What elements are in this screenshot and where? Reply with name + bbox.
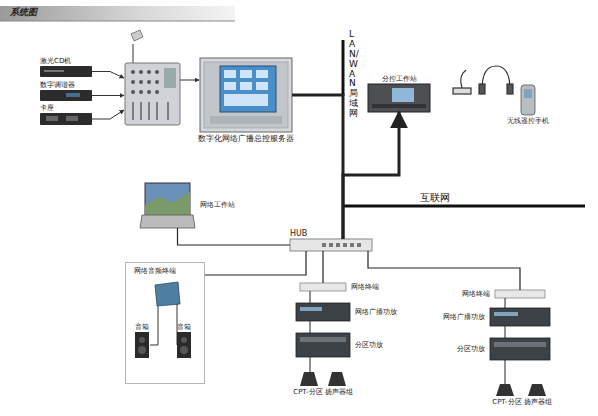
wireless-phone: 无线遥控手机 <box>521 85 535 115</box>
connector <box>368 251 520 290</box>
mixer <box>125 63 180 125</box>
laptop-workstation: 网络工作站 <box>140 183 195 228</box>
workstation-unit <box>368 84 430 112</box>
cd-player: 激光CD机 <box>40 66 92 77</box>
node-label: CPT-分区 扬声器组 <box>492 398 552 406</box>
node-label: 网络工作站 <box>200 201 235 209</box>
microphone <box>131 30 143 63</box>
connector <box>205 251 306 275</box>
connector <box>343 112 399 239</box>
node-label: CPT-分区 扬声器组 <box>293 388 353 396</box>
network-label: LAN/WAN 局域网 <box>349 30 358 119</box>
speaker-group: CPT-分区 扬声器组 <box>300 372 346 386</box>
control-server: 数字化网络广播总控服务器 <box>200 58 292 132</box>
node-label: 数字化网络广播总控服务器 <box>198 134 294 143</box>
node-label: 网络广播功放 <box>443 313 485 321</box>
node-label: 无线遥控手机 <box>507 117 549 125</box>
node-label: 卡座 <box>40 104 54 112</box>
server-rack <box>200 58 292 132</box>
connector <box>310 321 311 333</box>
connector <box>505 298 506 308</box>
middle-rack <box>296 283 350 386</box>
connector <box>310 357 311 372</box>
right-rack <box>490 290 550 396</box>
zone-amplifier: 分区功放 <box>490 338 550 360</box>
network-label: 互联网 <box>420 192 450 204</box>
tuner: 数字调谐器 <box>40 90 92 101</box>
connector <box>322 251 323 283</box>
terminal-region: 网络音频终端音箱音箱 <box>125 262 205 384</box>
connector <box>505 360 506 384</box>
node-label: 激光CD机 <box>40 57 71 65</box>
node-label: 分控工作站 <box>382 75 417 83</box>
mic-and-headphones <box>453 66 513 94</box>
node-label: 数字调谐器 <box>40 81 75 89</box>
node-label: 网络终端 <box>462 290 490 298</box>
connector <box>310 291 311 303</box>
audio-terminal <box>150 282 180 345</box>
lan-trunk <box>342 40 345 96</box>
speaker: 音箱 <box>177 332 191 358</box>
diagram-title: 系统图 <box>10 7 37 17</box>
broadcast-amplifier: 网络广播功放 <box>296 303 350 321</box>
speaker-group: CPT-分区 扬声器组 <box>497 384 547 396</box>
connector <box>292 95 343 239</box>
source-devices <box>40 66 92 125</box>
node-label: 网络音频终端 <box>134 267 176 275</box>
laptop <box>140 183 195 228</box>
zone-amplifier: 分区功放 <box>296 333 350 357</box>
node-label: 分区功放 <box>355 341 383 349</box>
network-terminal: 网络终端 <box>300 283 346 291</box>
node-label: 网络终端 <box>351 283 379 291</box>
node-label: 分区功放 <box>457 345 485 353</box>
connector <box>178 228 291 245</box>
node-label: 音箱 <box>135 323 149 331</box>
title-bar <box>0 6 235 21</box>
node-label: 音箱 <box>177 323 191 331</box>
speaker-boxes <box>135 332 191 358</box>
speaker: 音箱 <box>135 332 149 358</box>
cassette-deck: 卡座 <box>40 113 92 125</box>
sub-workstation: 分控工作站 <box>368 84 430 112</box>
broadcast-amplifier: 网络广播功放 <box>490 308 550 326</box>
network-terminal: 网络终端 <box>495 290 545 298</box>
internet-line <box>343 205 585 208</box>
connector <box>505 326 506 338</box>
node-label: HUB <box>290 229 307 238</box>
node-label: 网络广播功放 <box>355 308 397 316</box>
network-hub: HUB <box>290 239 372 251</box>
mobile-phone <box>521 85 535 115</box>
hub-device <box>290 239 372 251</box>
